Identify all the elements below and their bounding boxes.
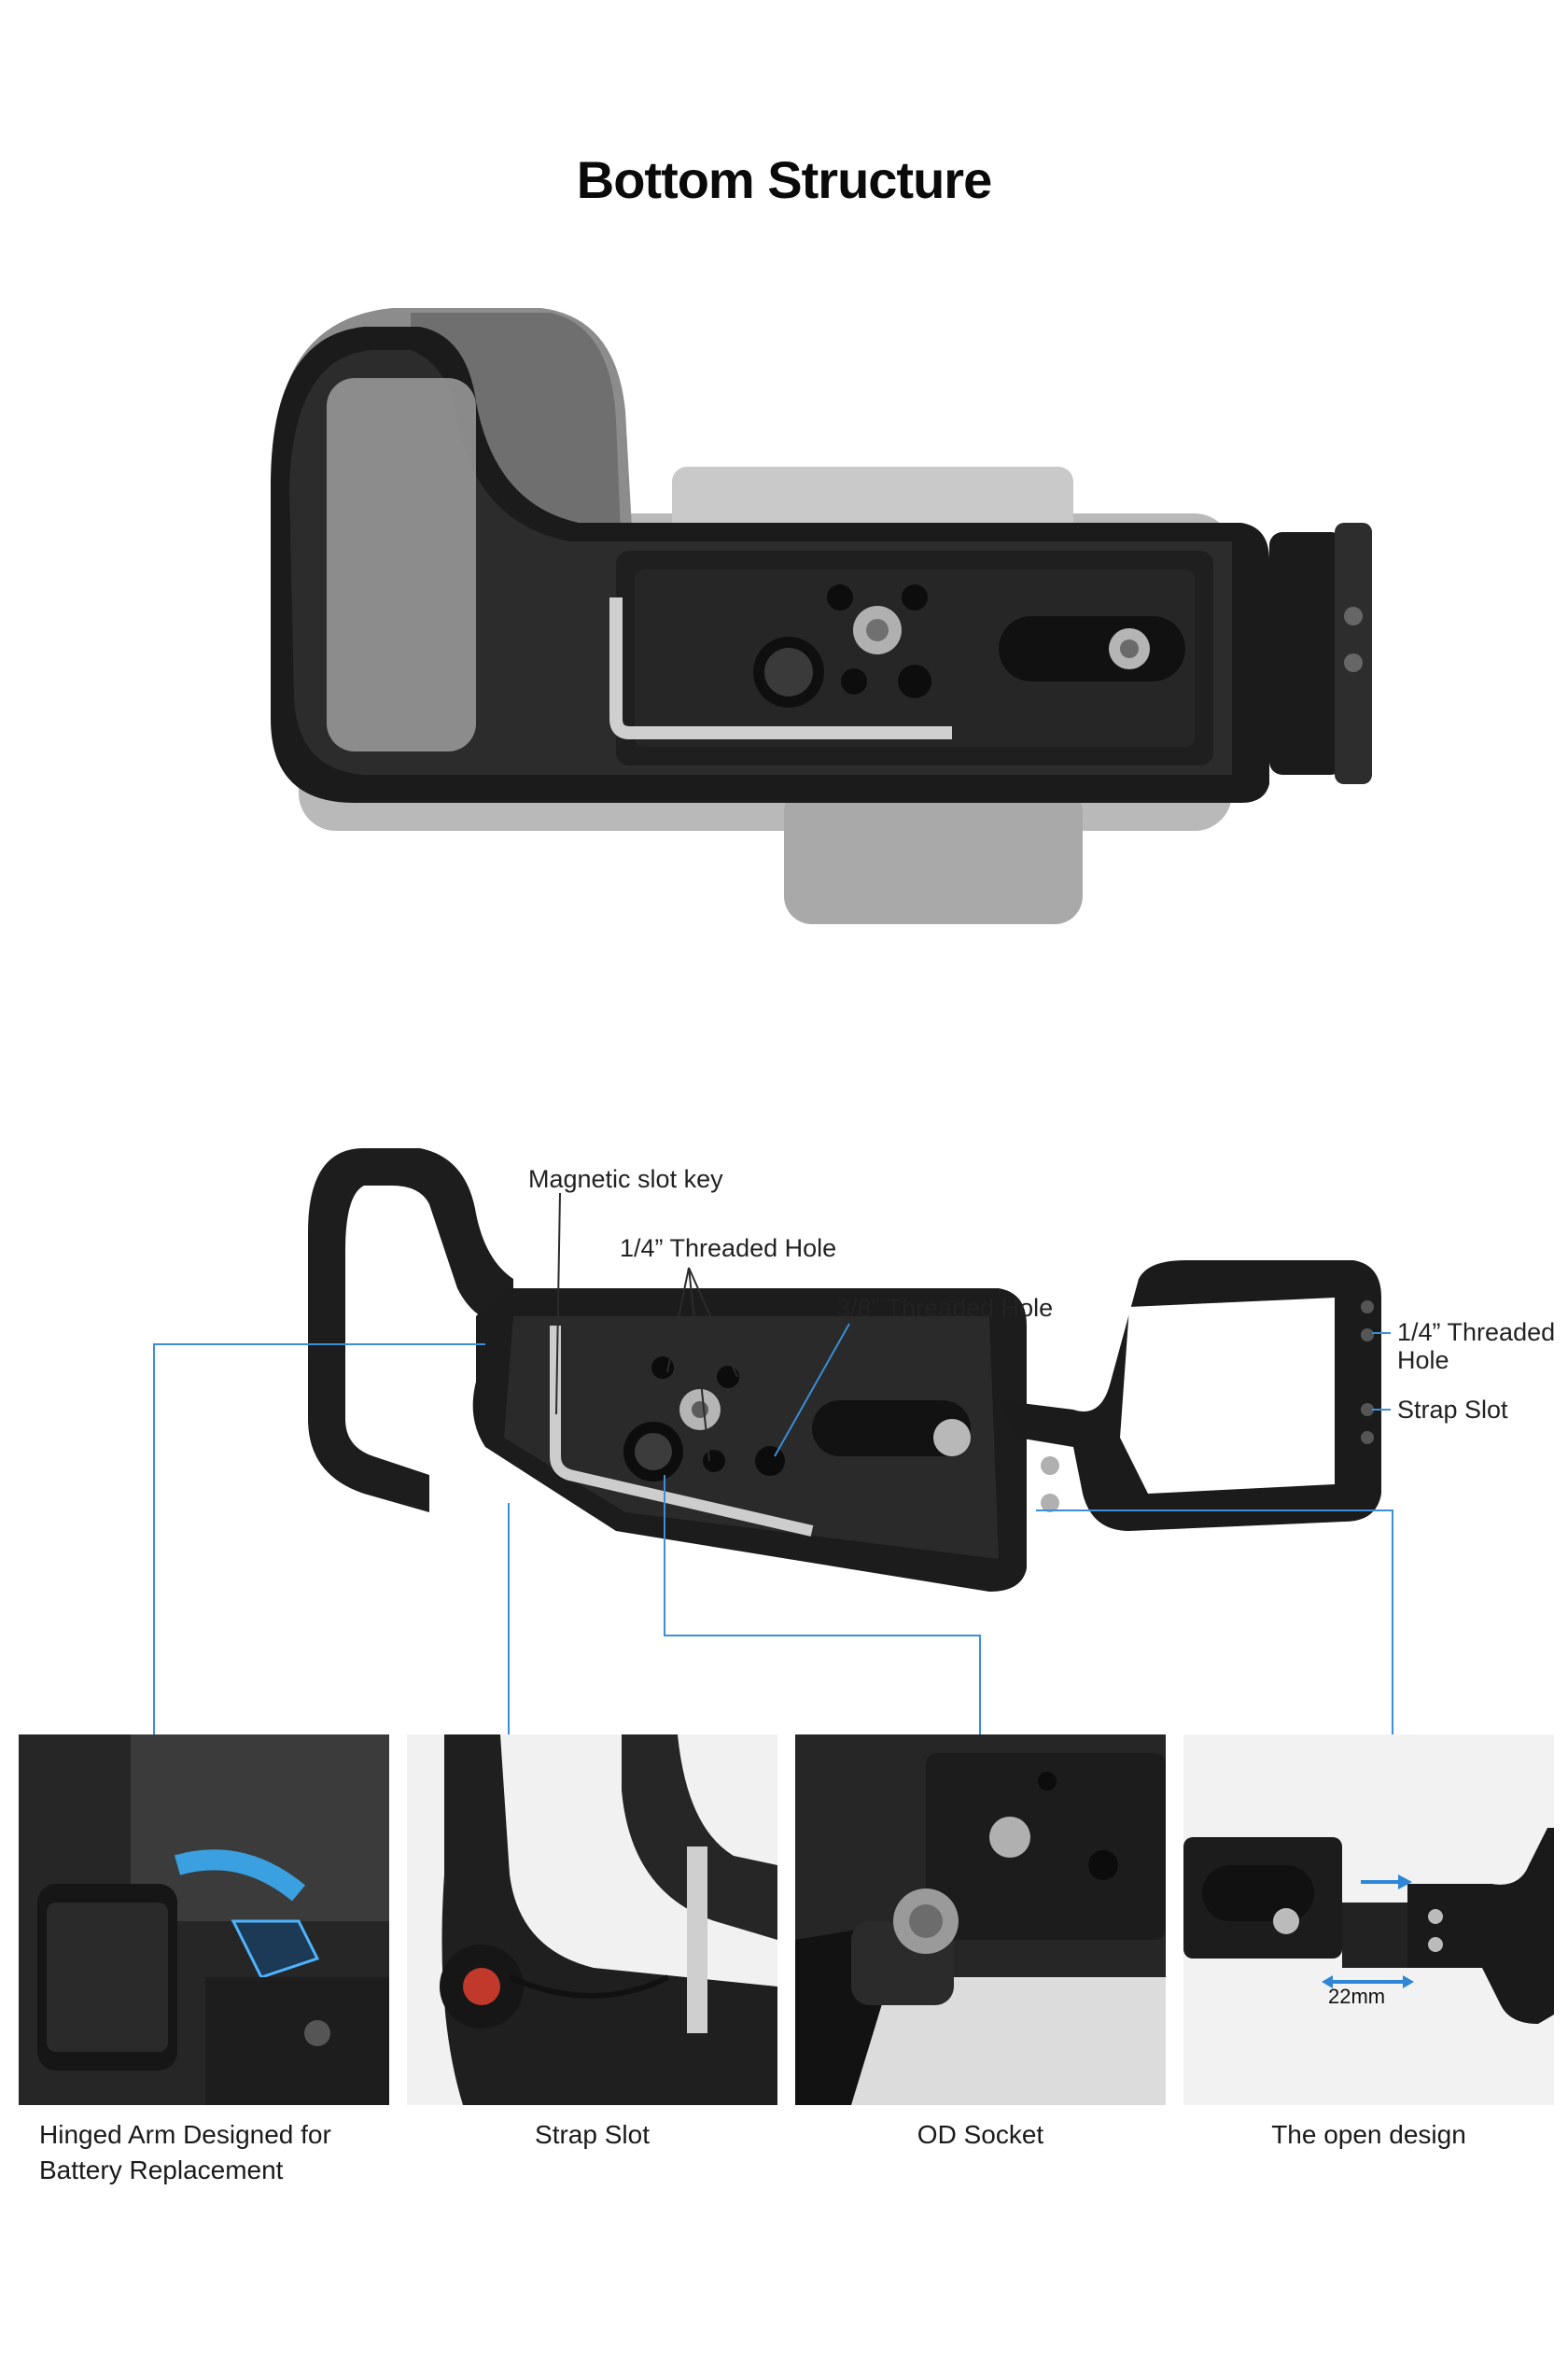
od-socket-photo: [795, 1734, 1166, 2105]
caption-od-socket: OD Socket: [917, 2120, 1044, 2149]
hinged-arm-photo: [19, 1734, 389, 2105]
camera-bottom-illustration: [271, 308, 1372, 924]
leader-open-design: [1036, 1509, 1393, 1734]
open-design-photo: [1183, 1734, 1554, 2105]
callout-quarter-side-line2: Hole: [1397, 1346, 1449, 1374]
lplate-product-image: [289, 1139, 1391, 1662]
callout-strap-slot-side: Strap Slot: [1397, 1396, 1508, 1424]
strap-slot-photo: [407, 1734, 777, 2105]
caption-strap-slot: Strap Slot: [535, 2120, 650, 2149]
leader-od-socket: [664, 1475, 981, 1734]
caption-open-design: The open design: [1271, 2120, 1466, 2149]
callout-quarter-side-line1: 1/4” Threaded: [1397, 1318, 1556, 1346]
leader-hinged-arm: [153, 1343, 485, 1734]
lplate-illustration: [308, 1148, 1381, 1592]
camera-bottom-view-image: [243, 299, 1381, 943]
leader-magnetic-key: [555, 1192, 561, 1415]
caption-hinged-arm: Hinged Arm Designed for Battery Replacem…: [39, 2117, 394, 2188]
caption-hinged-arm-line1: Hinged Arm Designed for: [39, 2120, 331, 2149]
panel-open-design: 22mm: [1183, 1734, 1554, 2105]
callout-magnetic-slot-key: Magnetic slot key: [528, 1165, 723, 1193]
page-title: Bottom Structure: [576, 150, 992, 209]
callout-quarter-threaded-hole-side: 1/4” Threaded Hole: [1397, 1318, 1555, 1374]
panel-od-socket: [795, 1734, 1166, 2105]
panel-hinged-arm: [19, 1734, 389, 2105]
caption-hinged-arm-line2: Battery Replacement: [39, 2155, 284, 2184]
measure-label: 22mm: [1328, 1985, 1386, 2008]
callout-three-eighths-threaded-hole: 3/8” Threaded Hole: [836, 1294, 1054, 1322]
panel-strap-slot: [407, 1734, 777, 2105]
callout-quarter-threaded-hole: 1/4” Threaded Hole: [620, 1234, 837, 1262]
